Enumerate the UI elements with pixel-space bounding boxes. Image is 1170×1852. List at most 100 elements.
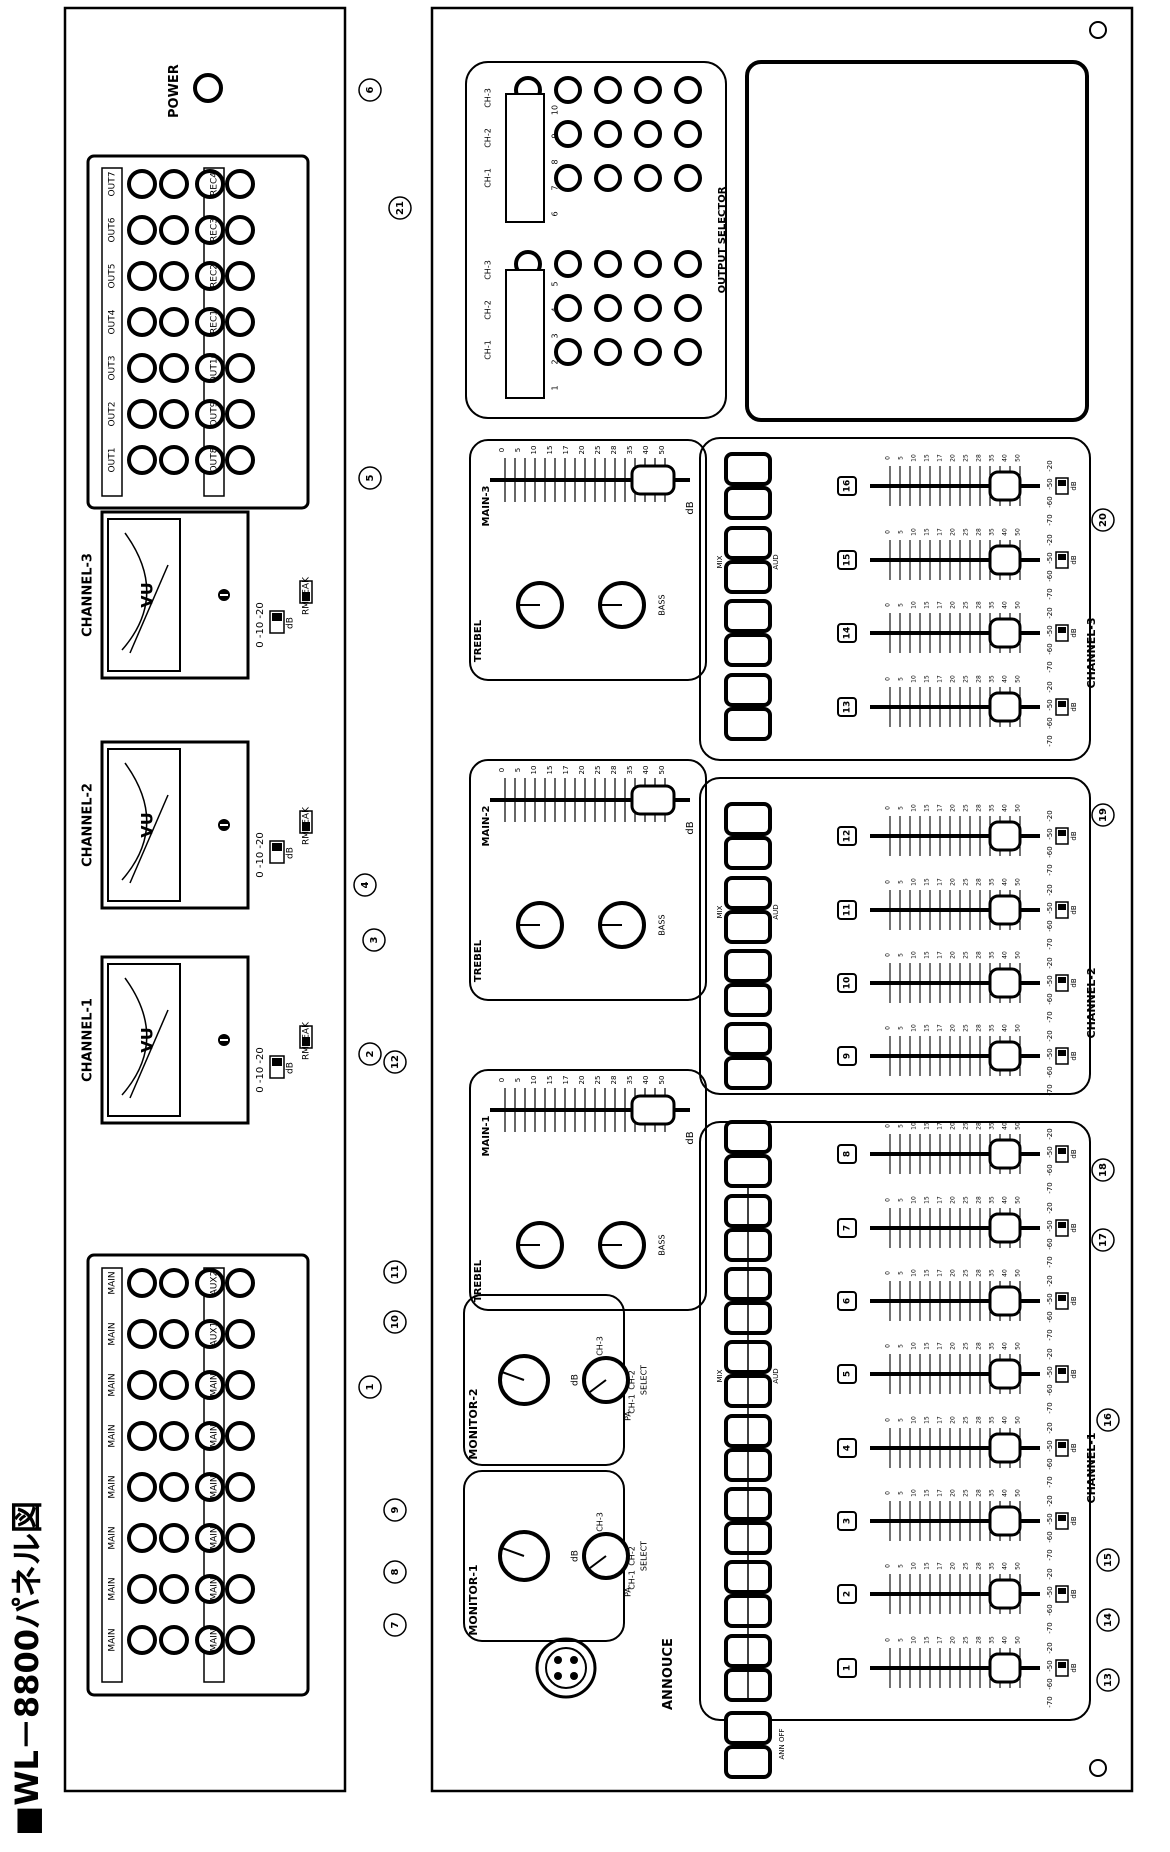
selector-button[interactable] bbox=[554, 164, 582, 192]
input-jack[interactable] bbox=[127, 1523, 157, 1553]
aud-button[interactable] bbox=[724, 1056, 772, 1090]
mix-button[interactable] bbox=[724, 599, 772, 633]
output-jack[interactable] bbox=[225, 307, 255, 337]
output-jack[interactable] bbox=[159, 353, 189, 383]
selector-button[interactable] bbox=[554, 76, 582, 104]
aud-button[interactable] bbox=[724, 560, 772, 594]
input-jack[interactable] bbox=[127, 1319, 157, 1349]
output-jack[interactable] bbox=[225, 399, 255, 429]
input-jack[interactable] bbox=[127, 1625, 157, 1655]
input-jack[interactable] bbox=[159, 1319, 189, 1349]
channel-fader-knob[interactable] bbox=[988, 617, 1022, 649]
output-jack[interactable] bbox=[127, 399, 157, 429]
mix-button[interactable] bbox=[724, 949, 772, 983]
output-jack[interactable] bbox=[225, 215, 255, 245]
channel-fader-knob[interactable] bbox=[988, 544, 1022, 576]
input-jack[interactable] bbox=[159, 1421, 189, 1451]
channel-fader-knob[interactable] bbox=[988, 1432, 1022, 1464]
input-jack[interactable] bbox=[195, 1370, 225, 1400]
aud-button[interactable] bbox=[724, 1154, 772, 1188]
output-jack[interactable] bbox=[127, 261, 157, 291]
channel-fader-knob[interactable] bbox=[988, 1652, 1022, 1684]
output-jack[interactable] bbox=[127, 445, 157, 475]
aud-button[interactable] bbox=[724, 486, 772, 520]
input-jack[interactable] bbox=[225, 1472, 255, 1502]
channel-fader-knob[interactable] bbox=[988, 691, 1022, 723]
input-jack[interactable] bbox=[195, 1472, 225, 1502]
selector-button[interactable] bbox=[634, 120, 662, 148]
mix-button[interactable] bbox=[724, 526, 772, 560]
input-jack[interactable] bbox=[127, 1370, 157, 1400]
channel-fader-knob[interactable] bbox=[988, 1138, 1022, 1170]
output-jack[interactable] bbox=[127, 353, 157, 383]
selector-button[interactable] bbox=[594, 164, 622, 192]
channel-fader-knob[interactable] bbox=[988, 1578, 1022, 1610]
selector-button[interactable] bbox=[674, 250, 702, 278]
selector-button[interactable] bbox=[554, 250, 582, 278]
input-jack[interactable] bbox=[195, 1523, 225, 1553]
input-jack[interactable] bbox=[159, 1370, 189, 1400]
output-jack[interactable] bbox=[195, 169, 225, 199]
input-jack[interactable] bbox=[225, 1268, 255, 1298]
channel-fader-knob[interactable] bbox=[988, 820, 1022, 852]
output-jack[interactable] bbox=[127, 215, 157, 245]
input-jack[interactable] bbox=[225, 1625, 255, 1655]
input-jack[interactable] bbox=[159, 1625, 189, 1655]
input-jack[interactable] bbox=[127, 1421, 157, 1451]
selector-button[interactable] bbox=[634, 338, 662, 366]
output-jack[interactable] bbox=[127, 169, 157, 199]
main-fader-knob[interactable] bbox=[630, 784, 676, 816]
aud-button[interactable] bbox=[724, 633, 772, 667]
output-jack[interactable] bbox=[195, 399, 225, 429]
input-jack[interactable] bbox=[195, 1625, 225, 1655]
main-fader-knob[interactable] bbox=[630, 1094, 676, 1126]
selector-button[interactable] bbox=[554, 120, 582, 148]
mix-button[interactable] bbox=[724, 802, 772, 836]
output-jack[interactable] bbox=[159, 261, 189, 291]
channel-fader-knob[interactable] bbox=[988, 967, 1022, 999]
aud-button[interactable] bbox=[724, 707, 772, 741]
output-jack[interactable] bbox=[225, 261, 255, 291]
input-jack[interactable] bbox=[127, 1472, 157, 1502]
output-jack[interactable] bbox=[159, 445, 189, 475]
selector-button[interactable] bbox=[594, 76, 622, 104]
channel-fader-knob[interactable] bbox=[988, 1212, 1022, 1244]
aud-button[interactable] bbox=[724, 836, 772, 870]
output-jack[interactable] bbox=[225, 445, 255, 475]
power-switch[interactable] bbox=[193, 73, 223, 103]
input-jack[interactable] bbox=[127, 1268, 157, 1298]
main-fader-knob[interactable] bbox=[630, 464, 676, 496]
mix-button[interactable] bbox=[724, 452, 772, 486]
input-jack[interactable] bbox=[225, 1421, 255, 1451]
input-jack[interactable] bbox=[195, 1421, 225, 1451]
output-jack[interactable] bbox=[159, 215, 189, 245]
output-jack[interactable] bbox=[159, 399, 189, 429]
input-jack[interactable] bbox=[159, 1472, 189, 1502]
mix-button[interactable] bbox=[724, 876, 772, 910]
selector-button[interactable] bbox=[674, 120, 702, 148]
annouce-xlr-connector[interactable] bbox=[535, 1637, 597, 1699]
input-jack[interactable] bbox=[225, 1370, 255, 1400]
selector-button[interactable] bbox=[594, 250, 622, 278]
channel-fader-knob[interactable] bbox=[988, 1040, 1022, 1072]
announce-on-button[interactable] bbox=[724, 1711, 772, 1745]
selector-button[interactable] bbox=[634, 250, 662, 278]
output-jack[interactable] bbox=[225, 353, 255, 383]
input-jack[interactable] bbox=[225, 1319, 255, 1349]
channel-fader-knob[interactable] bbox=[988, 894, 1022, 926]
selector-button[interactable] bbox=[554, 294, 582, 322]
input-jack[interactable] bbox=[127, 1574, 157, 1604]
aud-button[interactable] bbox=[724, 983, 772, 1017]
input-jack[interactable] bbox=[195, 1268, 225, 1298]
mix-button[interactable] bbox=[724, 1022, 772, 1056]
output-jack[interactable] bbox=[127, 307, 157, 337]
selector-button[interactable] bbox=[594, 294, 622, 322]
output-jack[interactable] bbox=[225, 169, 255, 199]
announce-off-button[interactable] bbox=[724, 1745, 772, 1779]
input-jack[interactable] bbox=[195, 1319, 225, 1349]
output-jack[interactable] bbox=[195, 445, 225, 475]
channel-fader-knob[interactable] bbox=[988, 470, 1022, 502]
mix-button[interactable] bbox=[724, 1120, 772, 1154]
selector-button[interactable] bbox=[674, 164, 702, 192]
output-jack[interactable] bbox=[195, 307, 225, 337]
